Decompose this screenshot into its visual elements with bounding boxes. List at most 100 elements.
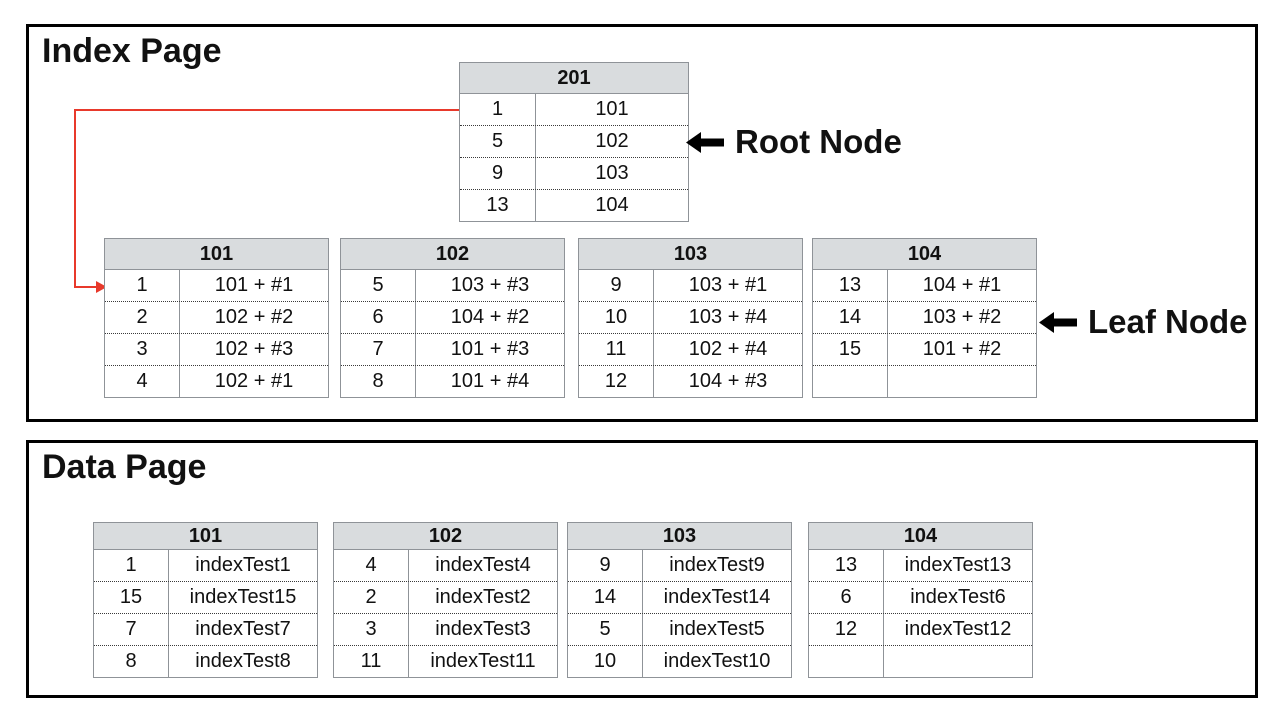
table-row: 8 indexTest8 xyxy=(94,645,317,677)
value-cell: 104 xyxy=(595,194,629,216)
key-cell: 7 xyxy=(94,614,169,645)
key-cell: 12 xyxy=(579,366,654,397)
value-cell: indexTest13 xyxy=(904,554,1012,576)
table-title: 104 xyxy=(813,239,1036,270)
value-cell: indexTest6 xyxy=(910,586,1006,608)
table-row: 5 102 xyxy=(460,125,688,157)
value-cell: indexTest15 xyxy=(189,586,297,608)
key-cell: 5 xyxy=(460,126,536,157)
value-cell: indexTest3 xyxy=(435,618,531,640)
value-cell: 102 xyxy=(595,130,629,152)
value-cell: 103 + #1 xyxy=(688,274,768,296)
table-row: 2 102 + #2 xyxy=(105,301,328,333)
table-row xyxy=(813,365,1036,397)
table-row: 14 indexTest14 xyxy=(568,581,791,613)
key-cell xyxy=(809,646,884,677)
key-cell: 4 xyxy=(105,366,180,397)
table-row: 13 104 xyxy=(460,189,688,221)
root-node-annotation: Root Node xyxy=(686,122,902,162)
table-row: 3 indexTest3 xyxy=(334,613,557,645)
table-title: 201 xyxy=(460,63,688,94)
value-cell: indexTest9 xyxy=(669,554,765,576)
table-title: 103 xyxy=(579,239,802,270)
key-cell: 10 xyxy=(579,302,654,333)
table-row: 9 103 + #1 xyxy=(579,270,802,301)
table-row: 15 indexTest15 xyxy=(94,581,317,613)
value-cell: indexTest8 xyxy=(195,650,291,672)
value-cell: 102 + #1 xyxy=(214,370,294,392)
table-row: 13 104 + #1 xyxy=(813,270,1036,301)
table-title: 102 xyxy=(341,239,564,270)
value-cell: 102 + #2 xyxy=(214,306,294,328)
leaf-node-label: Leaf Node xyxy=(1088,303,1248,340)
key-cell: 8 xyxy=(341,366,416,397)
key-cell: 14 xyxy=(813,302,888,333)
key-cell: 8 xyxy=(94,646,169,677)
value-cell: 103 + #4 xyxy=(688,306,768,328)
key-cell: 7 xyxy=(341,334,416,365)
leaf-node-annotation: Leaf Node xyxy=(1039,302,1248,342)
value-cell: indexTest5 xyxy=(669,618,765,640)
key-cell: 15 xyxy=(813,334,888,365)
key-cell: 12 xyxy=(809,614,884,645)
value-cell: 104 + #2 xyxy=(450,306,530,328)
table-row: 1 indexTest1 xyxy=(94,550,317,581)
value-cell: indexTest7 xyxy=(195,618,291,640)
value-cell: 101 xyxy=(595,98,629,120)
table-title: 102 xyxy=(334,523,557,550)
table-row: 6 104 + #2 xyxy=(341,301,564,333)
value-cell: indexTest11 xyxy=(430,650,536,672)
value-cell: 101 + #1 xyxy=(214,274,294,296)
table-title: 104 xyxy=(809,523,1032,550)
key-cell: 13 xyxy=(460,190,536,221)
value-cell: 101 + #3 xyxy=(450,338,530,360)
table-title: 101 xyxy=(105,239,328,270)
value-cell: indexTest4 xyxy=(435,554,531,576)
data-page-title: Data Page xyxy=(42,448,207,486)
key-cell: 6 xyxy=(341,302,416,333)
value-cell: 104 + #1 xyxy=(922,274,1002,296)
value-cell: indexTest1 xyxy=(195,554,291,576)
table-row: 4 102 + #1 xyxy=(105,365,328,397)
table-row xyxy=(809,645,1032,677)
value-cell xyxy=(888,366,1036,397)
key-cell: 3 xyxy=(334,614,409,645)
key-cell: 1 xyxy=(460,94,536,125)
value-cell xyxy=(884,646,1032,677)
key-cell: 1 xyxy=(94,550,169,581)
value-cell: indexTest14 xyxy=(663,586,771,608)
table-title: 101 xyxy=(94,523,317,550)
table-title: 103 xyxy=(568,523,791,550)
key-cell: 14 xyxy=(568,582,643,613)
key-cell: 9 xyxy=(460,158,536,189)
key-cell: 10 xyxy=(568,646,643,677)
key-cell: 5 xyxy=(341,270,416,301)
table-row: 1 101 xyxy=(460,94,688,125)
table-row: 1 101 + #1 xyxy=(105,270,328,301)
key-cell: 1 xyxy=(105,270,180,301)
key-cell: 13 xyxy=(813,270,888,301)
index-page-title: Index Page xyxy=(42,32,222,70)
key-cell: 15 xyxy=(94,582,169,613)
key-cell: 9 xyxy=(579,270,654,301)
key-cell: 2 xyxy=(105,302,180,333)
